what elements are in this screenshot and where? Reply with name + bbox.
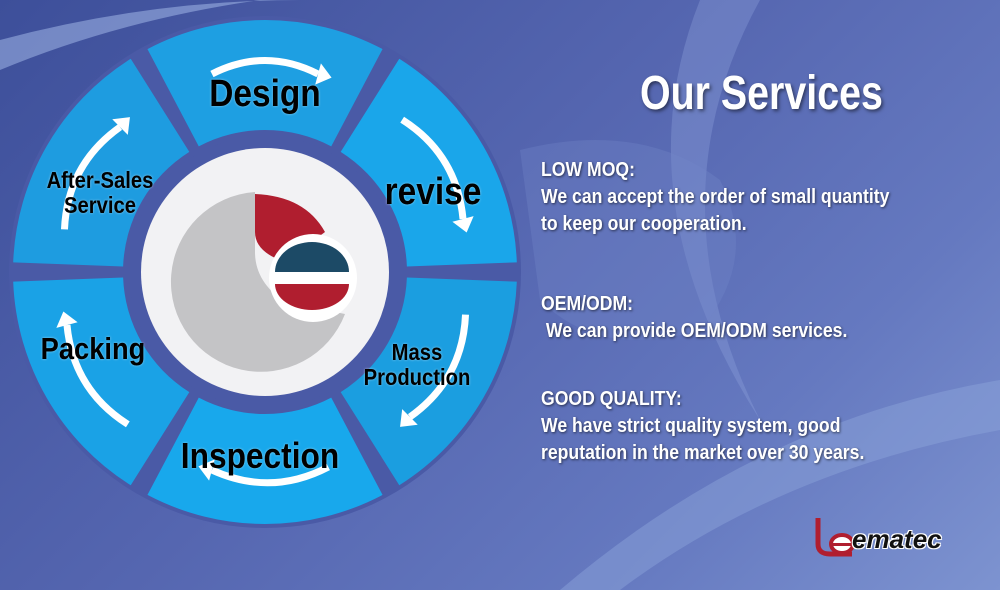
service-heading: GOOD QUALITY: (541, 387, 682, 410)
wheel-segment (147, 397, 383, 524)
cycle-arrow-icon (60, 124, 123, 230)
logo-text: ematec (852, 524, 942, 554)
service-text: We can provide OEM/ODM services. (541, 319, 848, 342)
service-heading: OEM/ODM: (541, 292, 634, 315)
step-inspection: Inspection (180, 435, 340, 476)
logo-mark-icon (815, 518, 855, 557)
wheel-segment (340, 58, 517, 267)
lematec-logo: ematec (812, 514, 972, 558)
wheel-segment (13, 58, 190, 267)
arrowhead-icon (452, 216, 474, 233)
logo-e-bottom (275, 284, 349, 310)
service-low-moq: LOW MOQ: We can accept the order of smal… (541, 156, 889, 237)
logo-grey-c (170, 192, 345, 372)
cycle-arrow-icon (400, 116, 467, 220)
arrowhead-icon (198, 459, 215, 481)
wheel-segment (13, 277, 190, 486)
arrowhead-icon (112, 117, 130, 135)
step-after-sales-service: After-Sales Service (46, 167, 154, 219)
arrowhead-icon (400, 409, 418, 427)
cycle-arrow-icon (210, 57, 320, 78)
cycle-arrow-icon (210, 463, 330, 487)
service-text: We can accept the order of small quantit… (541, 185, 890, 208)
wheel-segment (340, 277, 517, 486)
service-oem-odm: OEM/ODM: We can provide OEM/ODM services… (541, 290, 847, 344)
step-design: Design (209, 73, 321, 115)
service-good-quality: GOOD QUALITY: We have strict quality sys… (541, 385, 864, 466)
page-title: Our Services (640, 67, 883, 120)
arrowhead-icon (56, 311, 78, 328)
service-text: We have strict quality system, good (541, 414, 841, 437)
service-heading: LOW MOQ: (541, 158, 636, 181)
cycle-arrow-icon (63, 324, 130, 428)
step-revise: revise (384, 171, 482, 213)
logo-e-top (275, 242, 349, 272)
process-wheel (9, 16, 521, 528)
service-text: reputation in the market over 30 years. (541, 441, 865, 464)
cycle-arrow-icon (407, 314, 470, 420)
step-mass-production: Mass Production (363, 339, 471, 391)
service-text: to keep our cooperation. (541, 212, 747, 235)
wheel-segment (147, 20, 383, 147)
arrowhead-icon (315, 63, 332, 85)
step-packing: Packing (40, 331, 146, 366)
